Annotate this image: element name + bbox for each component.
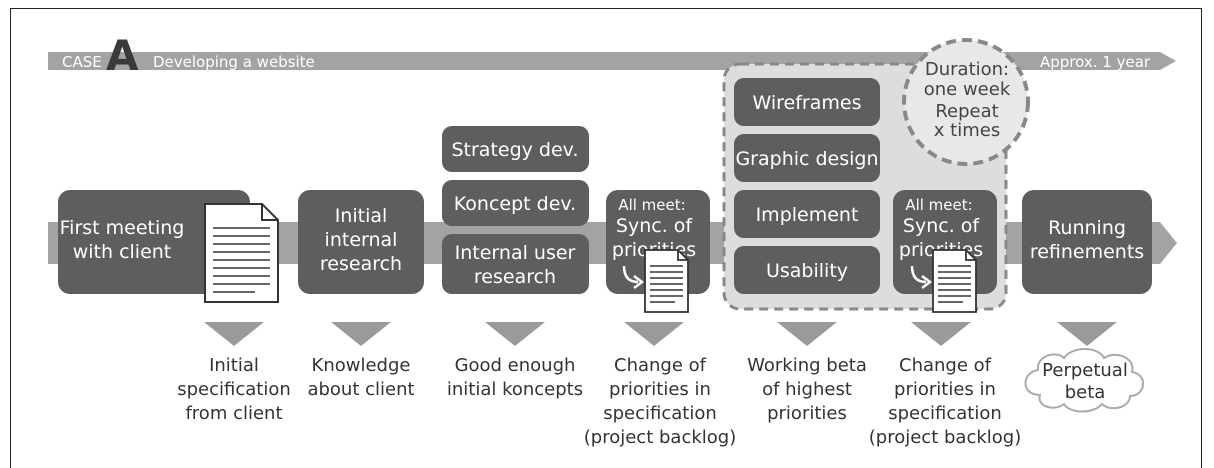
phase-implement-line-1: Implement [756, 204, 859, 226]
outcome-working-beta-line-3: priorities [767, 403, 847, 424]
outcome-change-2-line-1: Change of [899, 355, 992, 376]
outcome-working-beta-line-1: Working beta [747, 355, 867, 376]
case-prefix: CASE [62, 53, 102, 71]
outcome-initial-spec-line-3: from client [185, 403, 282, 424]
outcome-change-2-line-3: specification [888, 403, 1002, 424]
outcome-knowledge-line-2: about client [307, 379, 414, 400]
outcome-good-enough-line-2: initial koncepts [447, 379, 583, 400]
phase-first-meeting-line-1: First meeting [60, 217, 185, 239]
outcome-change-2-line-2: priorities in [894, 379, 996, 400]
down-arrow-icon [911, 322, 971, 346]
timeline-title: Developing a website [153, 53, 315, 71]
outcome-perpetual-line-1: Perpetual [1042, 360, 1128, 381]
duration-line-1: Duration: [925, 59, 1009, 80]
duration-line-3: Repeat [935, 101, 998, 122]
phase-graphic-design-line-1: Graphic design [735, 148, 878, 170]
phase-implement [734, 190, 880, 238]
update-arrow-icon-2 [910, 265, 933, 289]
down-arrow-icon [1057, 322, 1117, 346]
phase-refinements-line-1: Running [1048, 217, 1126, 239]
timeline-duration: Approx. 1 year [1040, 53, 1151, 71]
down-arrow-icon [204, 322, 264, 346]
duration-line-2: one week [924, 79, 1011, 100]
phase-first-meeting [58, 190, 250, 294]
phase-user-research-line-1: Internal user [455, 242, 576, 264]
phase-initial-research-line-2: internal [325, 229, 398, 251]
phase-refinements-line-2: refinements [1030, 241, 1144, 263]
outcome-change-1-line-1: Change of [614, 355, 707, 376]
document-icon [204, 203, 279, 303]
outcome-change-1-line-2: priorities in [609, 379, 711, 400]
phase-refinements [1022, 190, 1152, 294]
outcome-change-1-line-3: specification [603, 403, 717, 424]
outcome-good-enough-line-1: Good enough [455, 355, 576, 376]
diagram-frame [10, 8, 1202, 468]
phase-koncept [442, 180, 589, 226]
outcome-working-beta-line-2: of highest [762, 379, 852, 400]
phase-user-research [442, 234, 589, 294]
case-letter: A [106, 31, 139, 80]
outcome-change-2-line-4: (project backlog) [869, 427, 1021, 448]
phase-sync-2-line-1: All meet: [905, 196, 972, 214]
cloud-icon [1024, 348, 1144, 413]
phase-strategy [442, 126, 589, 172]
down-arrow-icon [485, 322, 545, 346]
phase-usability [734, 246, 880, 294]
phase-sync-1-line-1: All meet: [618, 196, 685, 214]
phase-initial-research-line-3: research [320, 253, 402, 275]
backlog-document-icon-2 [932, 249, 977, 313]
duration-circle [902, 38, 1030, 166]
phase-strategy-line-1: Strategy dev. [451, 139, 578, 161]
duration-line-4: x times [934, 120, 1000, 141]
phase-initial-research [298, 190, 424, 294]
down-arrow-icon [777, 322, 837, 346]
phase-sync-1-line-2: Sync. of [616, 215, 693, 237]
outcome-change-1-line-4: (project backlog) [584, 427, 736, 448]
update-arrow-icon [622, 265, 645, 289]
phase-sync-2-line-2: Sync. of [903, 215, 980, 237]
phase-graphic-design [734, 134, 880, 182]
outcome-initial-spec-line-2: specification [177, 379, 291, 400]
backlog-document-icon [644, 249, 689, 313]
outcome-perpetual-line-2: beta [1065, 382, 1106, 403]
phase-initial-research-line-1: Initial [335, 205, 388, 227]
phase-usability-line-1: Usability [766, 260, 848, 282]
phase-user-research-line-2: research [474, 266, 556, 288]
phase-wireframes-line-1: Wireframes [753, 92, 862, 114]
down-arrow-icon [624, 322, 684, 346]
phase-koncept-line-1: Koncept dev. [454, 193, 576, 215]
down-arrow-icon [331, 322, 391, 346]
phase-wireframes [734, 78, 880, 126]
outcome-knowledge-line-1: Knowledge [312, 355, 411, 376]
phase-first-meeting-line-2: with client [73, 241, 172, 263]
outcome-initial-spec-line-1: Initial [209, 355, 259, 376]
